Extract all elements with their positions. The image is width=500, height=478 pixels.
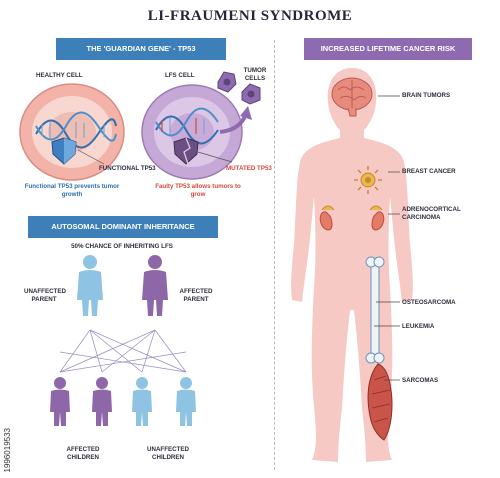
unaffected-parent-figure	[77, 255, 103, 316]
risk-label-leukemia: LEUKEMIA	[402, 323, 435, 330]
inheritance-lines	[59, 329, 187, 373]
unaffected-child-1	[132, 377, 152, 426]
adrenal-kidney-icon	[319, 205, 385, 231]
affected-child-1	[50, 377, 70, 426]
pedigree-diagram	[50, 255, 196, 426]
healthy-cell-label: HEALTHY CELL	[36, 72, 83, 79]
affected-child-2	[92, 377, 112, 426]
risk-banner: Increased lifetime cancer risk	[304, 38, 472, 60]
affected-parent-figure	[142, 255, 168, 316]
risk-label-sarcomas: SARCOMAS	[402, 377, 439, 384]
lfs-cell-diagram	[141, 84, 252, 180]
human-body-diagram	[291, 68, 413, 462]
broken-shield-icon	[173, 137, 199, 165]
risk-label-osteosarcoma: OSTEOSARCOMA	[402, 299, 456, 306]
section-divider	[274, 40, 275, 470]
guardian-banner: THE 'GUARDIAN GENE' - TP53	[56, 38, 226, 60]
tumor-cells-icon	[217, 71, 261, 105]
healthy-cell-diagram	[19, 83, 125, 181]
page-title: LI-FRAUMENI SYNDROME	[147, 8, 353, 24]
shield-icon	[51, 137, 77, 165]
unaffected-children-label: UNAFFECTED CHILDREN	[147, 446, 189, 461]
lfs-caption: Faulty TP53 allows tumors to grow	[155, 183, 241, 198]
risk-label-breast: BREAST CANCER	[402, 168, 456, 175]
affected-children-label: AFFECTED CHILDREN	[66, 446, 100, 461]
arrow-icon	[219, 106, 252, 134]
breast-cancer-icon	[354, 166, 382, 194]
brain-icon	[331, 77, 373, 117]
body-silhouette	[291, 68, 413, 462]
bone-icon	[365, 256, 385, 364]
risk-label-adrenocortical: ADRENOCORTICAL CARCINOMA	[402, 206, 461, 221]
inheritance-chance: 50% CHANCE OF INHERITING LFS	[71, 243, 173, 250]
functional-tp53-label: FUNCTIONAL TP53	[99, 165, 156, 172]
unaffected-parent-label: UNAFFECTED PARENT	[24, 288, 66, 303]
mutated-dna-icon	[155, 107, 219, 145]
affected-parent-label: AFFECTED PARENT	[179, 288, 213, 303]
watermark-id: 1996019533	[3, 427, 12, 473]
leader-lines	[374, 95, 400, 381]
unaffected-child-2	[176, 377, 196, 426]
dna-helix-icon	[35, 111, 117, 149]
inheritance-banner: Autosomal dominant inheritance	[28, 216, 218, 238]
risk-label-brain: BRAIN TUMORS	[402, 92, 451, 99]
healthy-caption: Functional TP53 prevents tumor growth	[24, 183, 120, 198]
mutated-tp53-label: MUTATED TP53	[226, 165, 272, 172]
tumor-cells-label: TUMOR CELLS	[243, 67, 267, 82]
lfs-cell-label: LFS CELL	[165, 72, 195, 79]
muscle-icon	[367, 363, 393, 441]
